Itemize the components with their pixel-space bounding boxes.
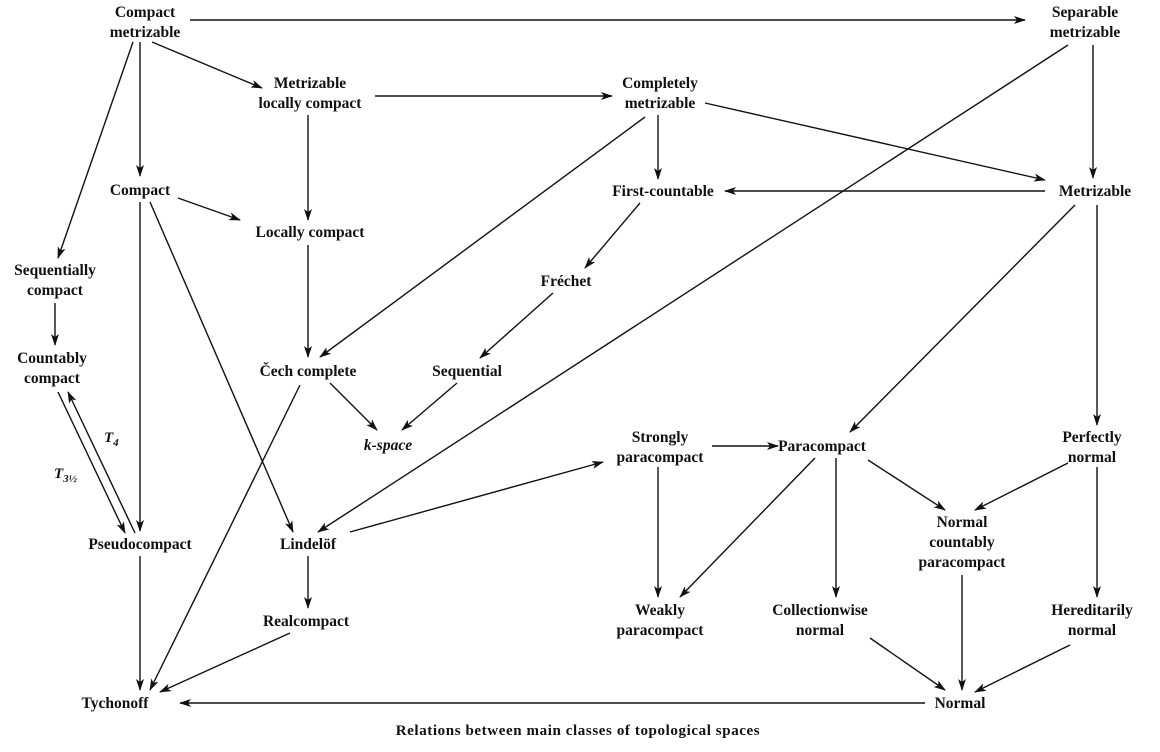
node-lc: Locally compact (256, 224, 366, 241)
node-label: metrizable (110, 24, 181, 41)
node-label: Normal (937, 514, 988, 531)
node-label: Metrizable (274, 75, 346, 92)
node-label: Hereditarily (1051, 602, 1133, 619)
node-normal: Normal (935, 695, 986, 712)
edge-cpm-metr (704, 102, 1046, 182)
node-label: locally compact (259, 95, 363, 112)
node-label: Sequential (432, 363, 502, 380)
nodes: CompactmetrizableSeparablemetrizableMetr… (14, 4, 1133, 712)
edge-frechet-seq (479, 292, 554, 359)
node-label: countably (929, 534, 995, 551)
node-label: Normal (935, 695, 986, 712)
node-label: Perfectly (1062, 429, 1122, 446)
edge-label-pseudo-cc: T4 (104, 430, 119, 449)
node-label: Tychonoff (82, 695, 150, 712)
edge-pseudo-cc (67, 391, 136, 534)
node-sp: Strongly paracompact (617, 429, 705, 466)
edge-sm-lind (317, 44, 1069, 533)
node-label: Čech complete (260, 363, 357, 380)
edge-lind-sp (349, 461, 604, 533)
node-label: Metrizable (1059, 183, 1131, 200)
node-sc: Sequentially compact (14, 262, 96, 299)
edge-cm-sc (57, 41, 134, 259)
node-label: k-space (364, 437, 412, 454)
node-hn: Hereditarily normal (1051, 602, 1133, 639)
node-ncp: Normal countably paracompact (919, 514, 1007, 571)
node-metr: Metrizable (1059, 183, 1131, 200)
node-label: Compact (110, 182, 171, 199)
node-label: compact (27, 282, 84, 299)
node-label: Countably (17, 350, 87, 367)
node-compact: Compact (110, 182, 171, 199)
edge-cwn-normal (869, 637, 946, 691)
node-sm: Separable metrizable (1050, 4, 1121, 41)
node-label: Locally compact (256, 224, 366, 241)
edge-realc-tych (159, 632, 291, 693)
node-label: Separable (1052, 4, 1118, 21)
node-seq: Sequential (432, 363, 502, 380)
edge-fc-frechet (584, 202, 641, 269)
node-label: metrizable (1050, 24, 1121, 41)
edge-seq-ksp (401, 382, 458, 431)
edge-compact-lind (149, 201, 294, 533)
node-label: compact (24, 370, 81, 387)
edge-label-cc-pseudo: T3½ (54, 466, 78, 485)
node-label: normal (1068, 622, 1117, 639)
edge-compact-lc (177, 197, 241, 221)
node-cc: Countably compact (17, 350, 87, 387)
node-tych: Tychonoff (82, 695, 150, 712)
node-label: Weakly (635, 602, 685, 619)
node-label: Paracompact (778, 438, 867, 455)
node-cwn: Collectionwise normal (772, 602, 868, 639)
node-lind: Lindelöf (280, 536, 337, 553)
node-ksp: k-space (364, 437, 412, 454)
node-cech: Čech complete (260, 363, 357, 380)
edge-cc-pseudo (57, 391, 126, 534)
node-label: normal (1068, 449, 1117, 466)
edge-cech-ksp (329, 382, 378, 431)
node-fc: First-countable (612, 183, 714, 200)
diagram-caption: Relations between main classes of topolo… (396, 723, 761, 739)
node-mlc: Metrizable locally compact (259, 75, 363, 112)
node-pn: Perfectly normal (1062, 429, 1122, 466)
node-para: Paracompact (778, 438, 867, 455)
node-label: normal (796, 622, 845, 639)
node-label: Sequentially (14, 262, 96, 279)
node-label: Collectionwise (772, 602, 868, 619)
edge-cm-mlc (151, 41, 263, 89)
edge-hn-normal (974, 644, 1071, 693)
node-label: paracompact (617, 622, 705, 639)
node-label: metrizable (625, 95, 696, 112)
edge-metr-para (849, 204, 1076, 433)
node-label: Completely (622, 75, 698, 92)
node-label: Compact (115, 4, 176, 21)
node-label: First-countable (612, 183, 714, 200)
node-label: paracompact (617, 449, 705, 466)
node-frechet: Fréchet (541, 273, 593, 290)
edge-labels: T3½ T4 (54, 430, 119, 485)
edge-para-ncp (867, 459, 946, 511)
node-label: paracompact (919, 554, 1007, 571)
node-realc: Realcompact (263, 613, 350, 630)
edge-para-wp (679, 457, 816, 598)
edge-pn-ncp (974, 462, 1069, 511)
node-pseudo: Pseudocompact (88, 536, 192, 553)
node-label: Fréchet (541, 273, 593, 290)
node-cm: Compact metrizable (110, 4, 181, 41)
node-label: Realcompact (263, 613, 350, 630)
edge-cech-tych (149, 384, 301, 691)
node-label: Lindelöf (280, 536, 337, 553)
node-label: Pseudocompact (88, 536, 192, 553)
edge-cpm-cech (319, 116, 646, 358)
node-label: Strongly (632, 429, 689, 446)
edges (51, 16, 1101, 707)
node-cpm: Completely metrizable (622, 75, 698, 112)
node-wp: Weakly paracompact (617, 602, 705, 639)
